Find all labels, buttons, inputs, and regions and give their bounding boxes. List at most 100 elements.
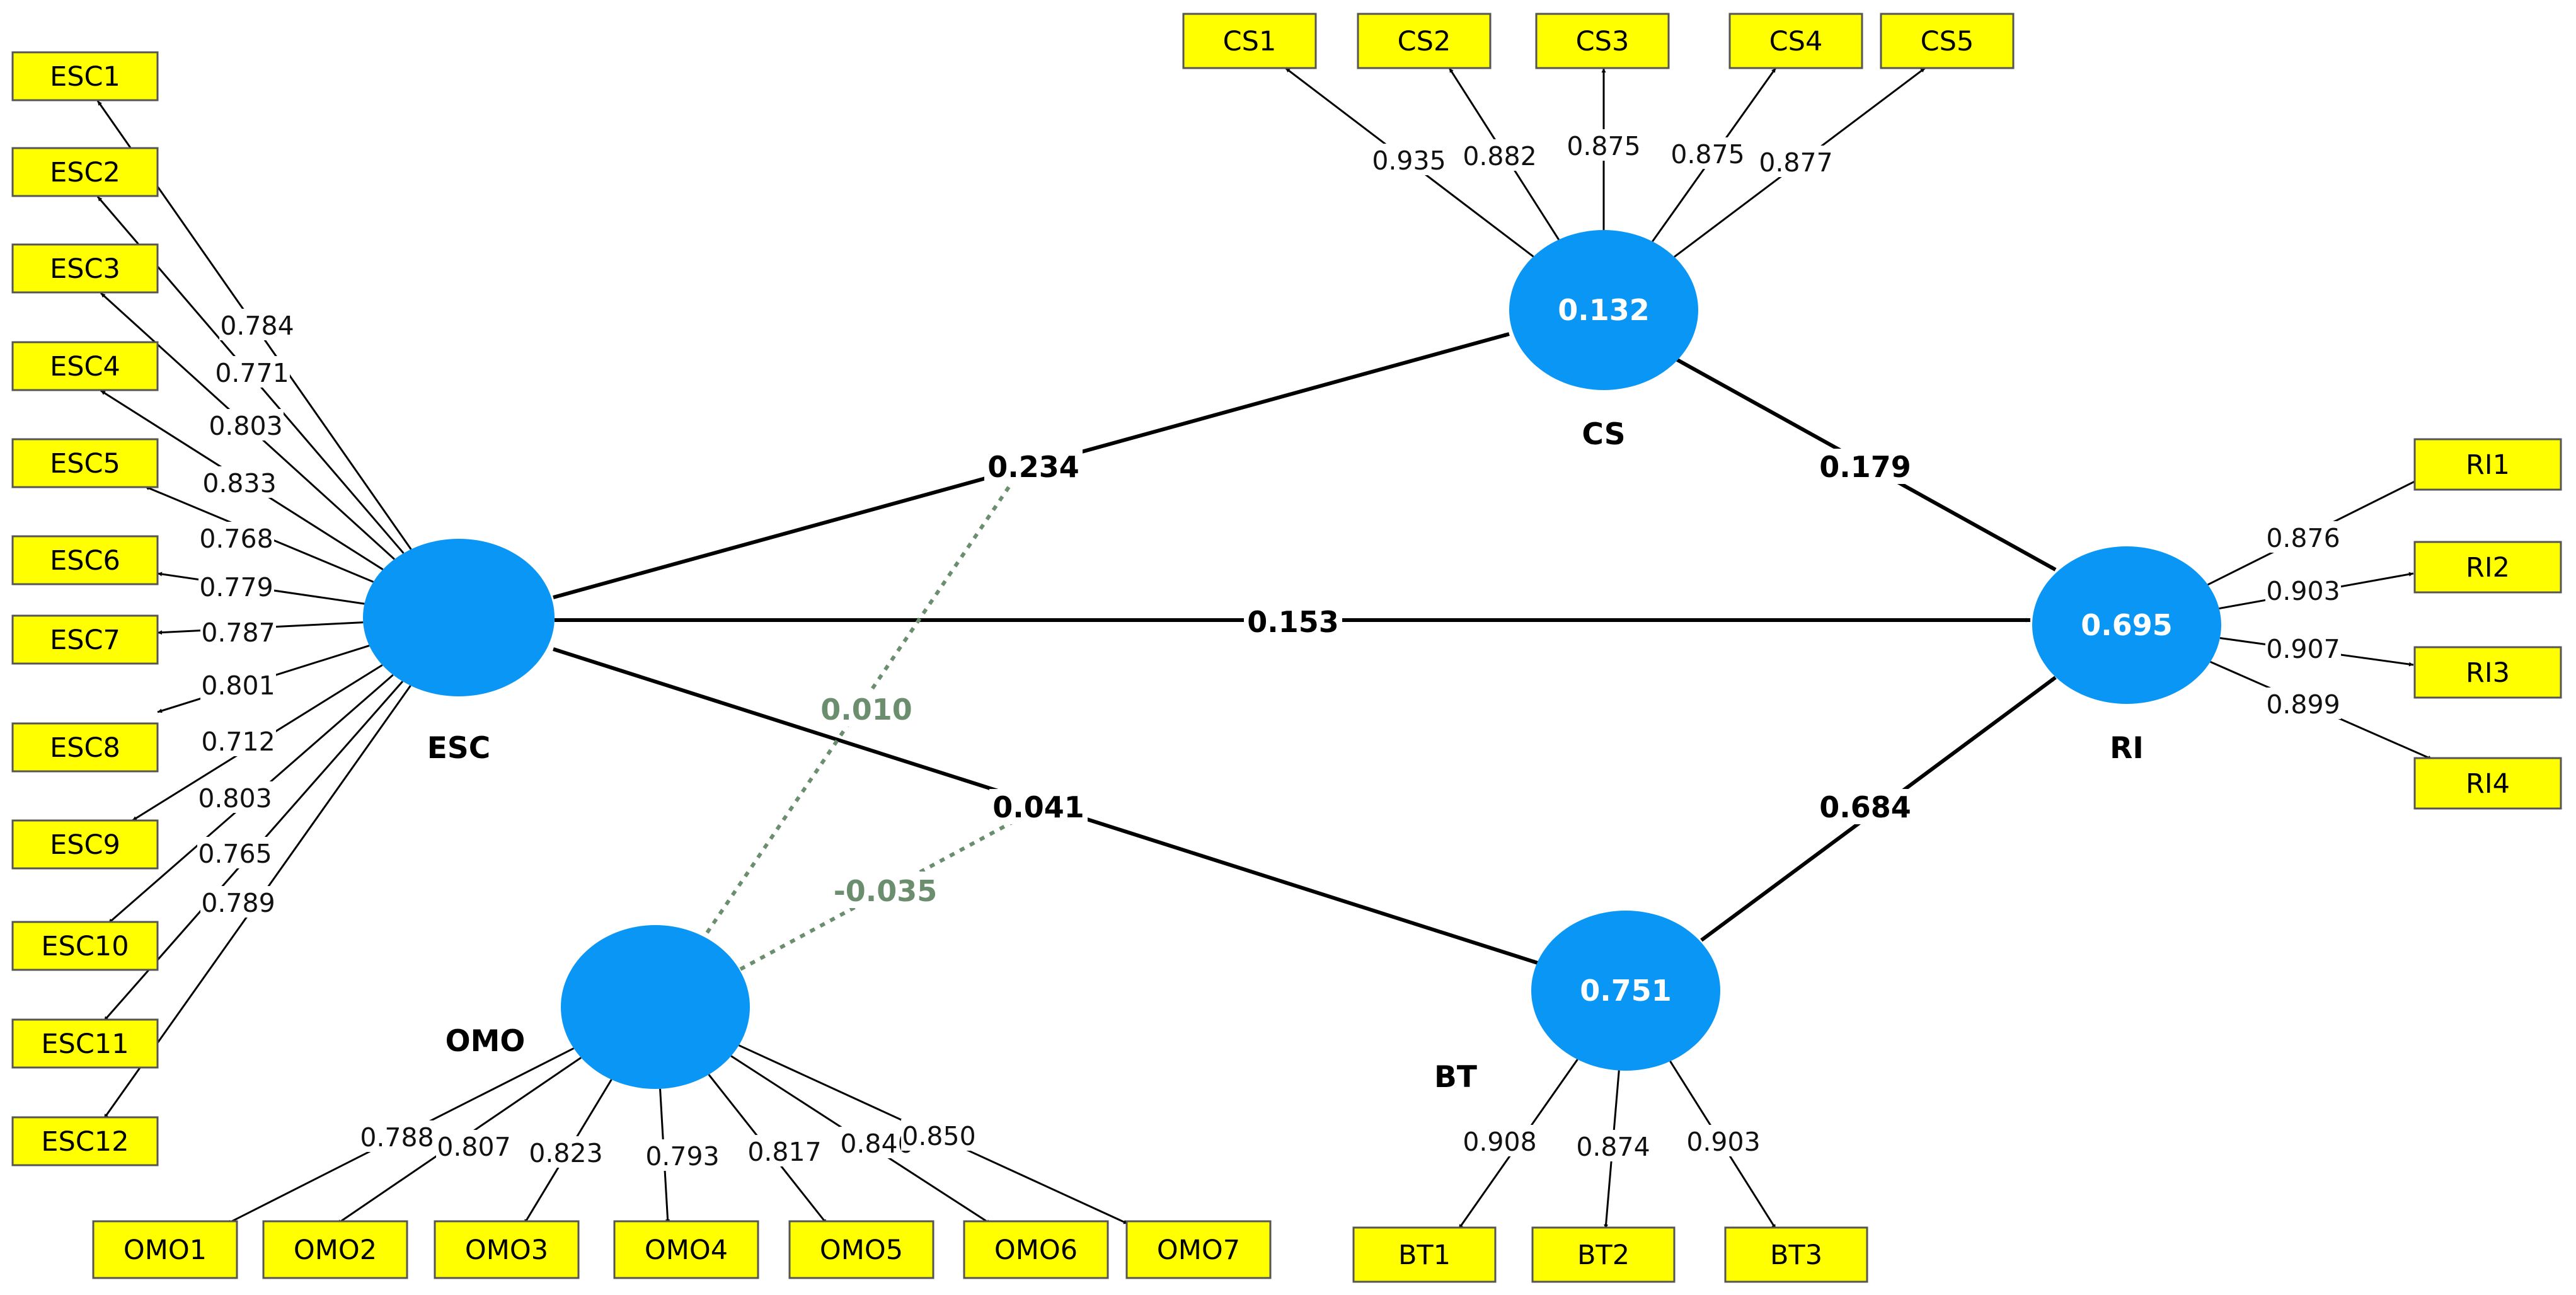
- loading-label-bg: [214, 356, 290, 388]
- loading-label-bg: [208, 409, 284, 440]
- loading-label-bg: [1371, 144, 1447, 175]
- indicator-box-esc2[interactable]: [11, 147, 159, 197]
- indicator-box-esc4[interactable]: [11, 341, 159, 391]
- indicator-box-cs1[interactable]: [1182, 13, 1317, 69]
- indicator-box-omo5[interactable]: [788, 1220, 934, 1279]
- indicator-box-omo6[interactable]: [963, 1220, 1109, 1279]
- path-label-bg: [989, 789, 1088, 824]
- loading-label-bg: [747, 1135, 822, 1166]
- indicator-label-esc6: ESC6: [50, 545, 120, 577]
- indicator-box-esc9[interactable]: [11, 819, 159, 870]
- indicator-box-ri1[interactable]: [2413, 438, 2562, 491]
- indicator-box-omo7[interactable]: [1125, 1220, 1272, 1279]
- construct-name-ri: RI: [2110, 731, 2144, 766]
- indicator-box-ri2[interactable]: [2413, 541, 2562, 594]
- loading-label-bg: [1575, 1130, 1651, 1161]
- loading-value-omo3: 0.823: [529, 1138, 602, 1168]
- loading-value-esc9: 0.712: [201, 727, 275, 757]
- loading-label-bg: [2265, 632, 2341, 664]
- loading-value-bt2: 0.874: [1576, 1132, 1650, 1162]
- loading-value-esc5: 0.768: [199, 524, 273, 554]
- indicator-box-esc7[interactable]: [11, 614, 159, 665]
- loading-label-bg: [645, 1139, 720, 1171]
- indicator-label-bt2: BT2: [1577, 1240, 1630, 1271]
- loading-label-bg: [1462, 1125, 1538, 1156]
- loading-label-bg: [359, 1120, 435, 1152]
- indicator-box-ri4[interactable]: [2413, 757, 2562, 810]
- indicator-label-esc4: ESC4: [50, 351, 120, 383]
- indicator-label-esc12: ESC12: [41, 1126, 129, 1158]
- indicator-box-esc5[interactable]: [11, 438, 159, 488]
- loading-label-bg: [901, 1119, 977, 1151]
- indicator-label-bt3: BT3: [1770, 1240, 1822, 1271]
- path-label-bg: [1816, 449, 1914, 484]
- indicator-box-cs4[interactable]: [1728, 13, 1863, 69]
- indicator-label-esc9: ESC9: [50, 829, 120, 861]
- loading-value-bt1: 0.908: [1463, 1127, 1536, 1157]
- loading-label-bg: [436, 1130, 512, 1161]
- loading-value-ri1: 0.876: [2266, 523, 2340, 553]
- indicator-label-esc10: ESC10: [41, 931, 129, 962]
- indicator-box-cs3[interactable]: [1535, 13, 1670, 69]
- indicator-label-esc7: ESC7: [50, 624, 120, 656]
- indicator-box-esc1[interactable]: [11, 51, 159, 101]
- indicator-box-omo3[interactable]: [434, 1220, 580, 1279]
- r-squared-bt: 0.751: [1580, 974, 1672, 1008]
- path-label-bg: [1244, 604, 1342, 639]
- construct-circle-omo[interactable]: [561, 925, 750, 1089]
- loading-label-bg: [219, 309, 295, 340]
- path-coefficient-esc-bt: 0.041: [992, 790, 1084, 824]
- loading-label-bg: [1670, 137, 1745, 169]
- indicator-label-cs4: CS4: [1769, 26, 1823, 57]
- indicator-box-bt1[interactable]: [1352, 1226, 1497, 1283]
- indicator-box-esc3[interactable]: [11, 243, 159, 294]
- indicator-label-ri3: RI3: [2466, 657, 2510, 689]
- construct-circle-ri[interactable]: [2032, 546, 2221, 704]
- path-label-bg: [984, 449, 1083, 484]
- indicator-label-esc3: ESC3: [50, 253, 120, 285]
- construct-circle-cs[interactable]: [1509, 230, 1698, 390]
- loading-label-bg: [197, 781, 273, 813]
- indicator-box-esc8[interactable]: [11, 722, 159, 773]
- loading-label-bg: [2265, 574, 2341, 606]
- indicator-box-esc12[interactable]: [11, 1116, 159, 1166]
- loading-value-ri3: 0.907: [2266, 634, 2340, 664]
- loading-value-cs4: 0.875: [1670, 139, 1744, 170]
- loading-value-cs3: 0.875: [1567, 131, 1640, 161]
- loading-value-esc4: 0.833: [202, 468, 276, 498]
- path-coefficient-esc-ri: 0.153: [1247, 605, 1339, 639]
- indicator-label-omo1: OMO1: [124, 1235, 207, 1266]
- indicator-box-bt2[interactable]: [1531, 1226, 1676, 1283]
- moderating-coefficient-esc-cs: 0.010: [820, 693, 912, 727]
- loading-value-bt3: 0.903: [1686, 1127, 1760, 1157]
- indicator-box-omo1[interactable]: [92, 1220, 238, 1279]
- loading-label-bg: [528, 1136, 604, 1168]
- indicator-box-omo2[interactable]: [262, 1220, 408, 1279]
- loading-label-bg: [198, 522, 274, 553]
- indicator-label-esc8: ESC8: [50, 732, 120, 764]
- loading-label-bg: [2265, 688, 2341, 719]
- construct-circle-esc[interactable]: [363, 539, 555, 696]
- indicator-box-omo4[interactable]: [613, 1220, 759, 1279]
- construct-circle-bt[interactable]: [1531, 911, 1720, 1071]
- loading-label-bg: [200, 886, 276, 918]
- indicator-label-ri4: RI4: [2466, 768, 2510, 800]
- loading-value-omo2: 0.807: [437, 1132, 510, 1162]
- indicator-box-cs2[interactable]: [1357, 13, 1492, 69]
- indicator-box-bt3[interactable]: [1724, 1226, 1868, 1283]
- loading-value-esc2: 0.771: [215, 358, 289, 388]
- indicator-box-esc10[interactable]: [11, 921, 159, 971]
- indicator-label-omo3: OMO3: [465, 1235, 548, 1266]
- indicator-label-bt1: BT1: [1398, 1240, 1451, 1271]
- loading-label-bg: [1758, 146, 1834, 177]
- indicator-box-esc6[interactable]: [11, 535, 159, 585]
- indicator-label-ri2: RI2: [2466, 552, 2510, 584]
- indicator-box-cs5[interactable]: [1880, 13, 2015, 69]
- loading-value-omo1: 0.788: [360, 1122, 434, 1153]
- indicator-box-ri3[interactable]: [2413, 646, 2562, 699]
- indicator-label-esc11: ESC11: [41, 1028, 129, 1060]
- construct-name-cs: CS: [1582, 417, 1625, 452]
- indicator-box-esc11[interactable]: [11, 1018, 159, 1069]
- loading-label-bg: [1462, 139, 1538, 171]
- loading-value-esc11: 0.765: [198, 839, 272, 869]
